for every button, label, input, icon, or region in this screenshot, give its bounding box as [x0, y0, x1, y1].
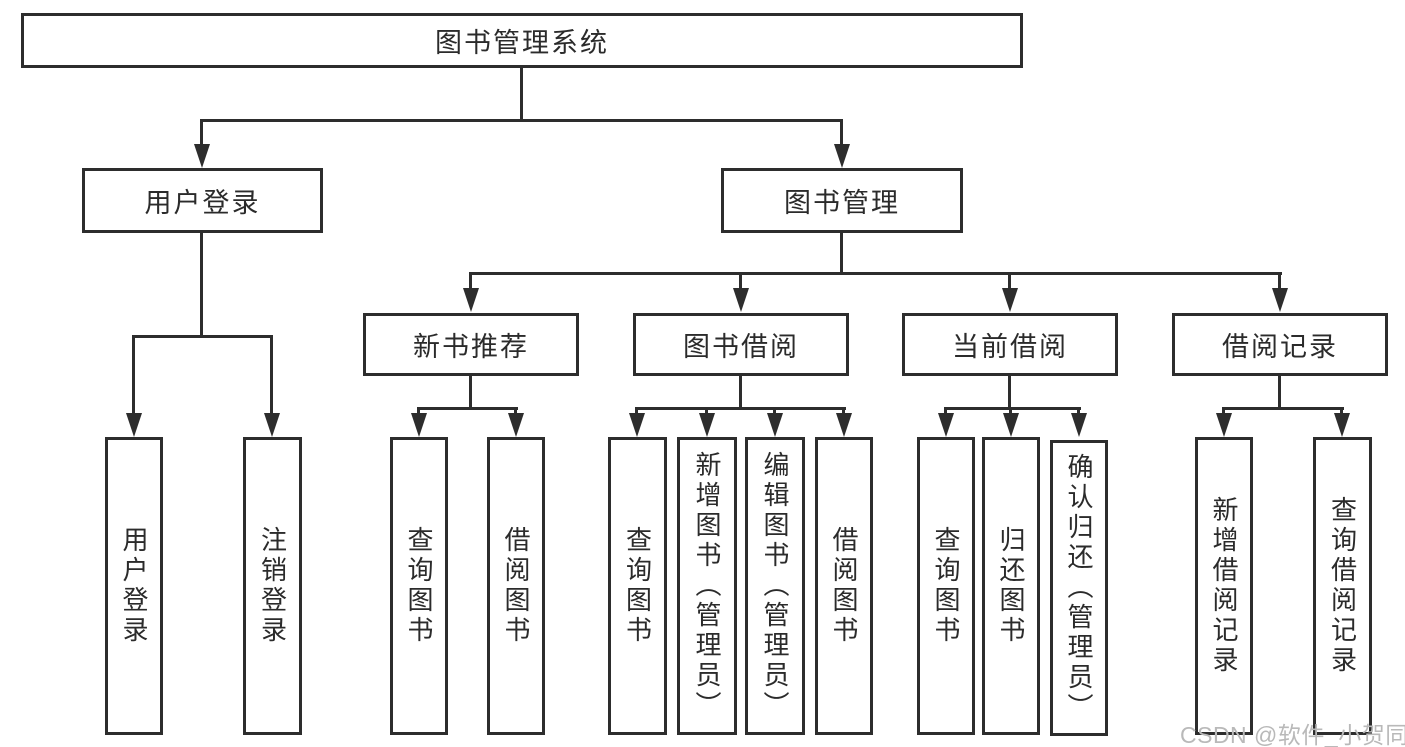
node-book-management: 图书管理 [721, 168, 963, 233]
connector-line [469, 272, 1282, 275]
leaf-borrow-books: 借阅图书 [815, 437, 873, 735]
connector-line [201, 119, 843, 122]
connector-line [469, 376, 472, 407]
arrow-down-icon [767, 413, 783, 437]
leaf-add-borrow-record: 新增借阅记录 [1195, 437, 1253, 735]
connector-line [739, 272, 742, 289]
connector-line [132, 335, 273, 338]
connector-line [1009, 407, 1012, 415]
arrow-down-icon [629, 413, 645, 437]
node-current-borrowing: 当前借阅 [902, 313, 1118, 376]
arrow-down-icon [508, 413, 524, 437]
node-book-borrowing: 图书借阅 [633, 313, 849, 376]
leaf-borrow-books-label: 借阅图书 [501, 526, 531, 646]
connector-line [520, 68, 523, 119]
leaf-confirm-return-admin-label: 确认归还（管理员） [1064, 453, 1094, 723]
connector-line [417, 407, 420, 415]
leaf-query-books: 查询图书 [608, 437, 667, 735]
arrow-down-icon [1071, 413, 1087, 437]
leaf-query-borrow-record-label: 查询借阅记录 [1327, 496, 1358, 676]
connector-line [840, 119, 843, 145]
connector-line [1222, 407, 1225, 415]
connector-line [1008, 376, 1011, 407]
arrow-down-icon [733, 288, 749, 312]
connector-line [1278, 272, 1281, 289]
connector-line [1222, 407, 1344, 410]
arrow-down-icon [836, 413, 852, 437]
connector-line [944, 407, 947, 415]
connector-line [469, 272, 472, 289]
leaf-query-books-label: 查询图书 [931, 526, 961, 646]
leaf-query-borrow-record: 查询借阅记录 [1313, 437, 1372, 735]
leaf-logout: 注销登录 [243, 437, 302, 735]
leaf-return-books-label: 归还图书 [996, 526, 1026, 646]
arrow-down-icon [1216, 413, 1232, 437]
connector-line [1008, 272, 1011, 289]
leaf-user-login-label: 用户登录 [119, 526, 149, 646]
leaf-logout-label: 注销登录 [257, 526, 288, 646]
leaf-add-books-admin-label: 新增图书（管理员） [692, 451, 722, 721]
connector-line [132, 335, 135, 414]
connector-line [635, 407, 846, 410]
connector-line [1340, 407, 1343, 415]
connector-line [635, 407, 638, 415]
arrow-down-icon [126, 413, 142, 437]
node-borrowing-records: 借阅记录 [1172, 313, 1388, 376]
leaf-borrow-books: 借阅图书 [487, 437, 545, 735]
connector-line [739, 376, 742, 407]
leaf-edit-books-admin-label: 编辑图书（管理员） [760, 451, 790, 721]
node-book-management-system-label: 图书管理系统 [435, 28, 609, 58]
connector-line [200, 119, 203, 145]
node-user-login: 用户登录 [82, 168, 323, 233]
node-current-borrowing-label: 当前借阅 [952, 332, 1068, 362]
leaf-borrow-books-label: 借阅图书 [829, 526, 859, 646]
arrow-down-icon [1272, 288, 1288, 312]
leaf-query-books-label: 查询图书 [622, 526, 653, 646]
leaf-add-borrow-record-label: 新增借阅记录 [1209, 496, 1239, 676]
connector-line [514, 407, 517, 415]
connector-line [842, 407, 845, 415]
leaf-add-books-admin: 新增图书（管理员） [677, 437, 737, 735]
arrow-down-icon [834, 144, 850, 168]
leaf-confirm-return-admin: 确认归还（管理员） [1050, 440, 1108, 736]
leaf-query-books: 查询图书 [390, 437, 448, 735]
arrow-down-icon [1334, 413, 1350, 437]
connector-line [270, 335, 273, 414]
node-book-borrowing-label: 图书借阅 [683, 332, 799, 362]
leaf-return-books: 归还图书 [982, 437, 1040, 735]
connector-line [417, 407, 518, 410]
leaf-query-books: 查询图书 [917, 437, 975, 735]
watermark: CSDN @软件_小贺同学 [1180, 722, 1405, 747]
arrow-down-icon [411, 413, 427, 437]
arrow-down-icon [699, 413, 715, 437]
leaf-query-books-label: 查询图书 [404, 526, 434, 646]
node-book-management-label: 图书管理 [784, 188, 900, 218]
connector-line [200, 233, 203, 335]
leaf-edit-books-admin: 编辑图书（管理员） [745, 437, 805, 735]
node-new-book-recommend: 新书推荐 [363, 313, 579, 376]
arrow-down-icon [1003, 413, 1019, 437]
connector-line [773, 407, 776, 415]
connector-line [840, 233, 843, 272]
connector-line [1077, 407, 1080, 415]
connector-line [1278, 376, 1281, 407]
node-book-management-system: 图书管理系统 [21, 13, 1023, 68]
leaf-user-login: 用户登录 [105, 437, 163, 735]
connector-line [705, 407, 708, 415]
arrow-down-icon [938, 413, 954, 437]
arrow-down-icon [194, 144, 210, 168]
node-borrowing-records-label: 借阅记录 [1222, 332, 1338, 362]
arrow-down-icon [1002, 288, 1018, 312]
connector-line [944, 407, 1081, 410]
node-new-book-recommend-label: 新书推荐 [413, 332, 529, 362]
arrow-down-icon [264, 413, 280, 437]
node-user-login-label: 用户登录 [144, 188, 261, 218]
arrow-down-icon [463, 288, 479, 312]
